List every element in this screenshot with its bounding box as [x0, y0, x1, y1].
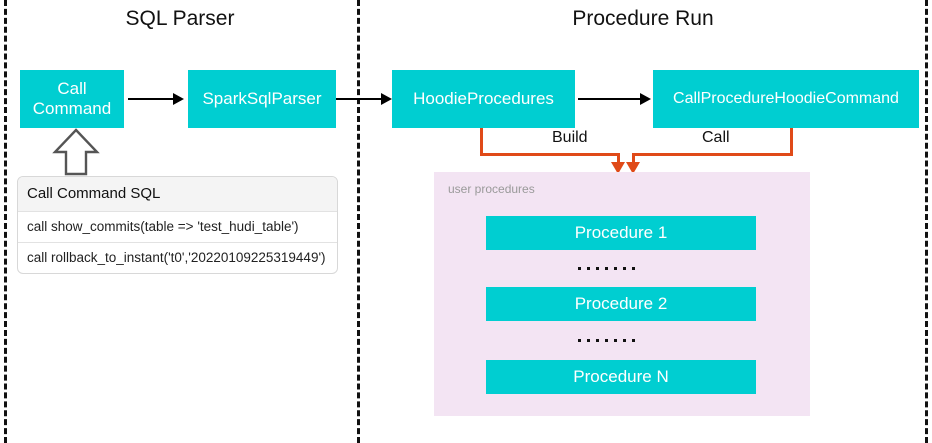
connector-call-vertical-right — [790, 128, 793, 156]
box-callprocedurehoodiecommand[interactable]: CallProcedureHoodieCommand — [653, 70, 919, 128]
arrow-sparksqlparser-to-hoodieprocedures — [336, 98, 381, 100]
hollow-up-arrow-icon — [52, 128, 100, 181]
sql-card-header: Call Command SQL — [18, 177, 337, 211]
arrowhead-build — [611, 162, 625, 174]
box-call-command[interactable]: Call Command — [20, 70, 124, 128]
box-call-command-line1: Call — [57, 79, 87, 98]
connector-label-call: Call — [697, 128, 735, 147]
separator-middle — [357, 0, 360, 443]
procedure-item-2[interactable]: Procedure 2 — [486, 287, 756, 321]
connector-call-horizontal — [632, 153, 793, 156]
box-call-command-line2: Command — [32, 99, 112, 118]
sql-card-row-2[interactable]: call rollback_to_instant('t0','202201092… — [18, 242, 337, 273]
box-hoodieprocedures[interactable]: HoodieProcedures — [392, 70, 575, 128]
connector-build-vertical-down — [617, 153, 620, 168]
procedure-item-1[interactable]: Procedure 1 — [486, 216, 756, 250]
arrowhead-call — [626, 162, 640, 174]
section-title-sql-parser: SQL Parser — [125, 7, 235, 30]
connector-build-horizontal — [480, 153, 620, 156]
separator-left — [4, 0, 7, 443]
sql-card-row-1[interactable]: call show_commits(table => 'test_hudi_ta… — [18, 211, 337, 242]
ellipsis-dots-2 — [578, 339, 635, 342]
arrowhead-call-command-to-sparksqlparser — [173, 93, 184, 105]
arrow-hoodieprocedures-to-callprocedurehoodiecommand — [578, 98, 640, 100]
ellipsis-dots-1 — [578, 267, 635, 270]
connector-call-vertical-down — [632, 153, 635, 168]
box-sparksqlparser[interactable]: SparkSqlParser — [188, 70, 336, 128]
user-procedures-label: user procedures — [448, 182, 535, 196]
procedure-item-n[interactable]: Procedure N — [486, 360, 756, 394]
arrowhead-hoodieprocedures-to-callprocedurehoodiecommand — [640, 93, 651, 105]
call-command-sql-card: Call Command SQL call show_commits(table… — [17, 176, 338, 274]
connector-label-build: Build — [547, 128, 593, 147]
section-title-procedure-run: Procedure Run — [572, 7, 714, 30]
connector-build-vertical-left — [480, 128, 483, 156]
separator-right — [925, 0, 928, 443]
arrowhead-sparksqlparser-to-hoodieprocedures — [381, 93, 392, 105]
arrow-call-command-to-sparksqlparser — [128, 98, 173, 100]
